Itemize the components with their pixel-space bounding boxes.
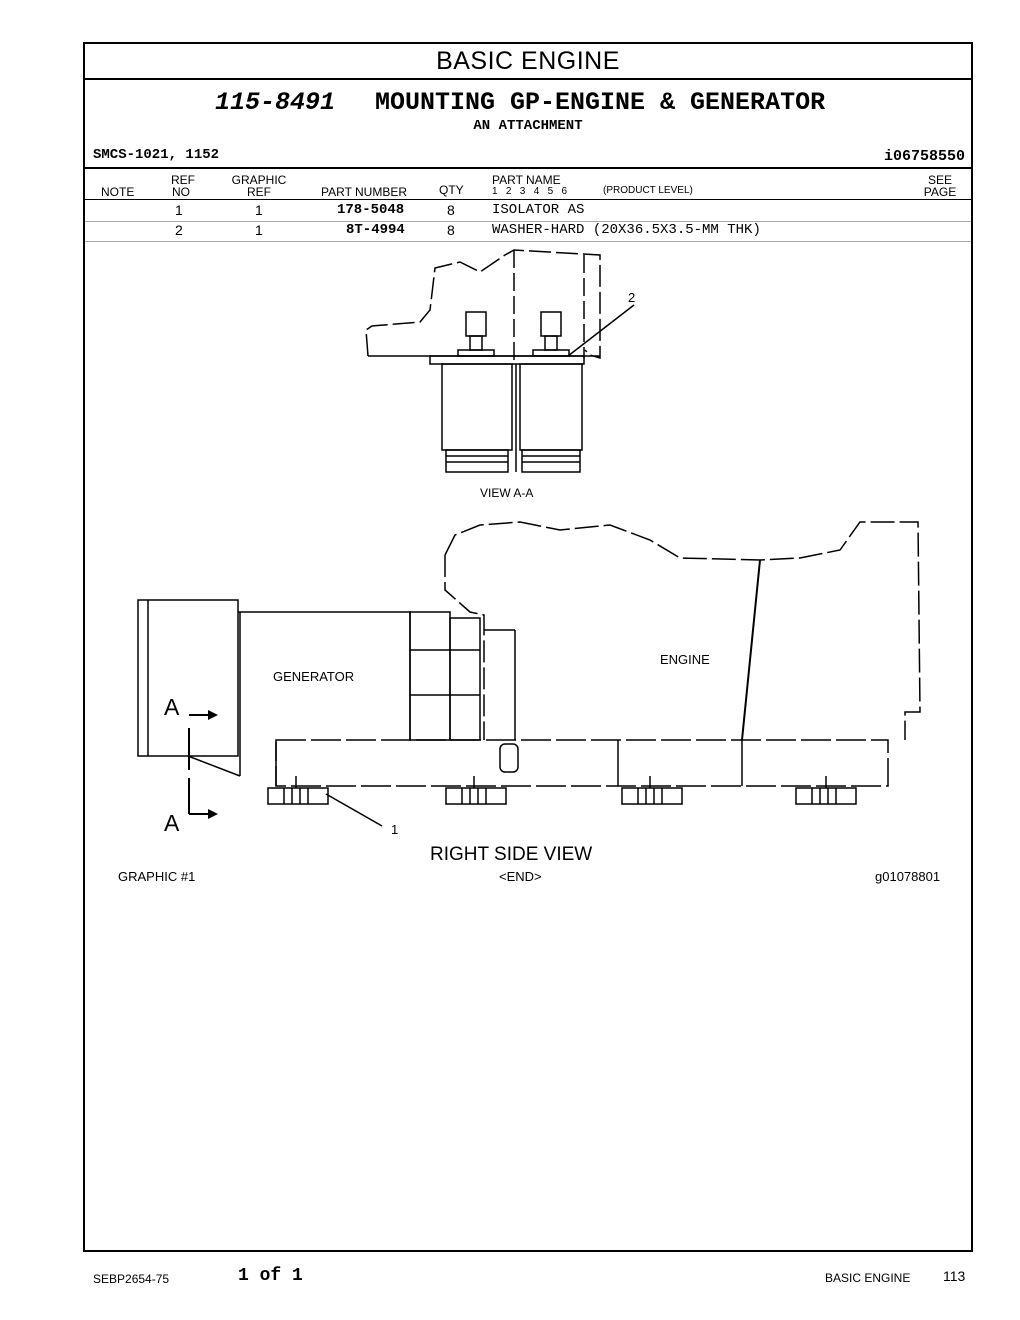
callout-2: 2: [628, 290, 636, 305]
header-part-name: PART NAME: [492, 173, 561, 187]
row2-qty: 8: [447, 222, 455, 238]
smcs-code: SMCS-1021, 1152: [93, 147, 220, 163]
row1-ref: 1: [175, 202, 183, 218]
row1-part-number: 178-5048: [337, 202, 405, 218]
header-note: NOTE: [101, 185, 135, 199]
generator-label: GENERATOR: [273, 669, 355, 684]
group-subtitle: AN ATTACHMENT: [473, 118, 583, 134]
header-part-number: PART NUMBER: [321, 185, 408, 199]
row2-part-name: WASHER-HARD (20X36.5X3.5-MM THK): [492, 222, 761, 238]
row1-graphic: 1: [255, 202, 263, 218]
section-mark-bottom: A: [164, 810, 180, 836]
engine-label: ENGINE: [660, 652, 710, 667]
graphic-label: GRAPHIC #1: [118, 869, 196, 884]
header-see-bottom: PAGE: [923, 185, 957, 199]
footer-section: BASIC ENGINE: [825, 1271, 911, 1285]
row1-part-name: ISOLATOR AS: [492, 202, 585, 218]
table-header-rule: [85, 199, 971, 200]
group-name: MOUNTING GP-ENGINE & GENERATOR: [375, 88, 826, 117]
view-aa-label: VIEW A-A: [480, 486, 534, 500]
row2-ref: 2: [175, 222, 183, 238]
header-levels: 1 2 3 4 5 6: [492, 186, 568, 197]
footer-doc-number: SEBP2654-75: [93, 1272, 170, 1286]
footer-page-of: 1 of 1: [238, 1266, 303, 1286]
header-graphic-top: GRAPHIC: [231, 173, 287, 187]
page-frame: BASIC ENGINE 115-8491 MOUNTING GP-ENGINE…: [83, 42, 973, 1252]
right-side-view-label: RIGHT SIDE VIEW: [430, 844, 593, 865]
row2-part-number: 8T-4994: [346, 222, 405, 238]
header-product-level: (PRODUCT LEVEL): [603, 185, 693, 196]
header-ref-top: REF: [171, 173, 195, 187]
row1-rule: [85, 221, 971, 222]
table-top-rule: [85, 167, 971, 169]
header-ref-bottom: NO: [172, 185, 190, 199]
illustration-id: i06758550: [883, 148, 965, 165]
graphic-id: g01078801: [875, 869, 941, 884]
section-title: BASIC ENGINE: [85, 44, 971, 80]
header-graphic-bottom: REF: [247, 185, 271, 199]
row2-rule: [85, 241, 971, 242]
header-see-top: SEE: [927, 173, 952, 187]
callout-1: 1: [391, 822, 399, 837]
row2-graphic: 1: [255, 222, 263, 238]
group-number: 115-8491: [215, 88, 336, 117]
row1-qty: 8: [447, 202, 455, 218]
end-marker: <END>: [499, 869, 542, 884]
header-qty: QTY: [439, 183, 464, 197]
section-mark-top: A: [164, 694, 180, 720]
footer-page-number: 113: [943, 1268, 966, 1284]
